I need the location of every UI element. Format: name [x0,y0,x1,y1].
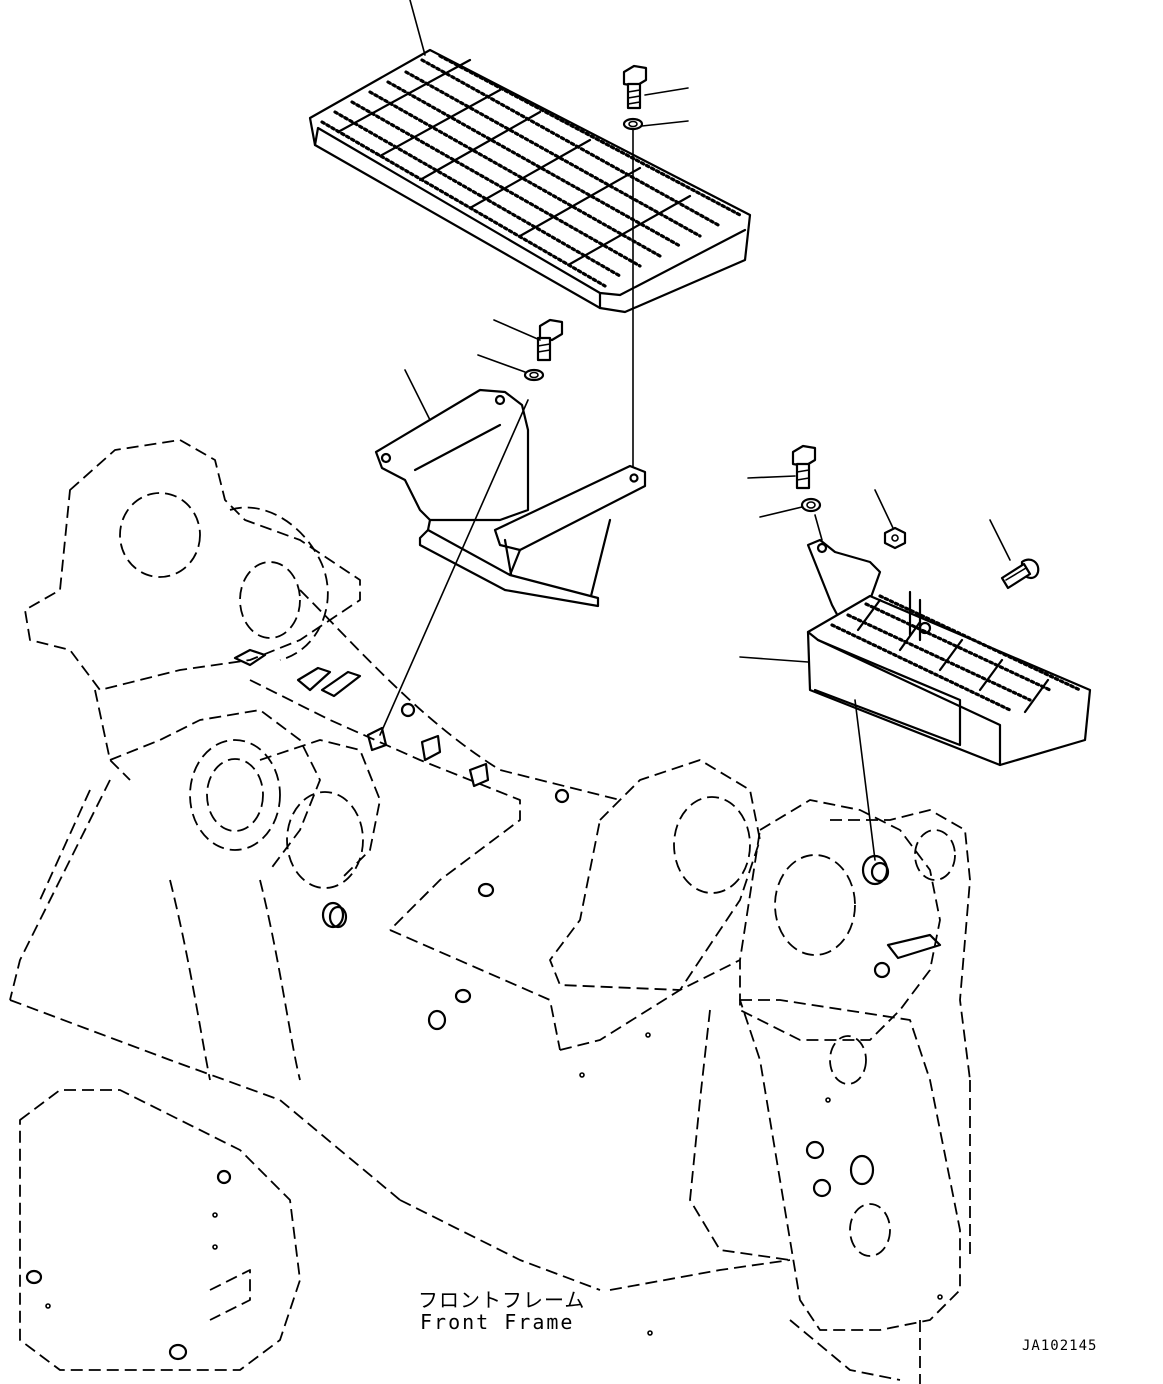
middle-bolt [379,318,564,736]
middle-bracket [374,388,647,608]
right-step [806,538,1092,767]
caption-english: Front Frame [420,1310,575,1334]
drawing-id: JA102145 [1022,1338,1098,1354]
right-hardware [791,444,1040,861]
upper-grating-step [308,48,752,314]
caption-japanese: フロントフレーム [418,1288,586,1312]
leader-lines [404,0,1011,663]
front-frame [9,439,971,1384]
top-bolt [622,64,648,469]
